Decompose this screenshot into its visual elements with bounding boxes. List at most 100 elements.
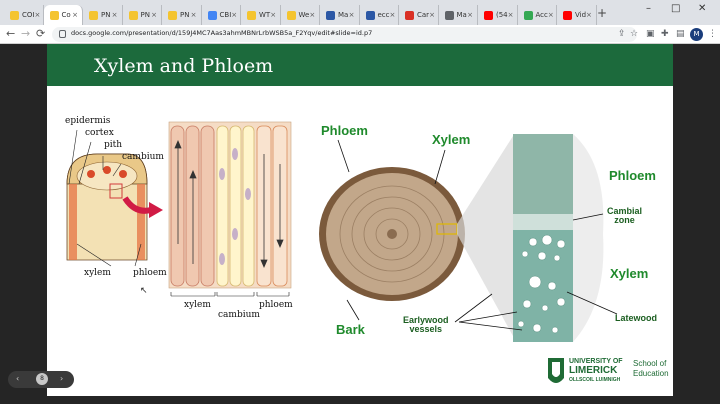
label-latewood: Latewood — [615, 313, 657, 323]
tab-8[interactable]: Ma× — [320, 5, 360, 25]
university-logo-icon — [548, 358, 564, 383]
label-cortex: cortex — [85, 128, 114, 138]
tab-7[interactable]: We× — [281, 5, 320, 25]
tab-0[interactable]: COI× — [4, 5, 44, 25]
tab-favicon-icon — [286, 10, 296, 20]
label-phloem-bottom: phloem — [259, 300, 293, 310]
school-line-2: Education — [633, 369, 669, 378]
tab-close-icon[interactable]: × — [309, 11, 316, 19]
tab-favicon-icon — [89, 10, 98, 20]
tab-label: PN — [180, 11, 190, 19]
tab-favicon-icon — [10, 10, 19, 20]
bookmark-star-icon[interactable]: ☆ — [630, 29, 639, 39]
tab-favicon-icon — [444, 10, 454, 20]
tab-close-icon[interactable]: × — [270, 11, 277, 19]
tab-4[interactable]: PN× — [162, 5, 202, 25]
label-phloem: phloem — [133, 268, 167, 278]
slide-canvas: Xylem and Phloem — [47, 44, 673, 396]
tab-14[interactable]: Vid× — [557, 5, 597, 25]
next-slide-button[interactable]: › — [60, 374, 64, 383]
tab-label: Ma — [338, 11, 349, 19]
slide-number[interactable]: 8 — [36, 373, 48, 385]
tab-close-icon[interactable]: × — [34, 11, 41, 19]
prev-slide-button[interactable]: ‹ — [16, 374, 20, 383]
tab-close-icon[interactable]: × — [231, 11, 238, 19]
tab-label: CBI — [219, 11, 232, 19]
tab-label: (54 — [496, 11, 508, 19]
menu-kebab-icon[interactable]: ⋮ — [708, 29, 717, 39]
tab-2[interactable]: PN× — [83, 5, 123, 25]
logo-line-3: OLLSCOIL LUIMNIGH — [569, 377, 621, 383]
label-bark: Bark — [336, 322, 365, 337]
tab-close-icon[interactable]: × — [72, 11, 78, 19]
tab-favicon-icon — [168, 10, 177, 20]
label-phloem-side: Phloem — [609, 168, 656, 183]
tab-label: Acc — [535, 11, 548, 19]
tab-3[interactable]: PN× — [123, 5, 162, 25]
minimize-button[interactable]: – — [646, 3, 651, 14]
close-window-button[interactable]: ✕ — [698, 3, 707, 14]
label-cambium-bottom: cambium — [218, 310, 260, 320]
tab-favicon-icon — [405, 10, 414, 20]
tab-close-icon[interactable]: × — [429, 11, 435, 19]
tab-favicon-icon — [484, 10, 493, 20]
tab-close-icon[interactable]: × — [111, 11, 118, 19]
tab-strip: COI×Co×PN×PN×PN×CBI×WT×We×Ma×ecc×Car×Ma×… — [0, 0, 720, 25]
forward-button[interactable]: → — [21, 27, 31, 40]
tab-label: PN — [140, 11, 150, 19]
tab-close-icon[interactable]: × — [467, 11, 473, 19]
logo-line-1: UNIVERSITY OF — [569, 358, 623, 365]
label-xylem-bottom: xylem — [184, 300, 211, 310]
tab-close-icon[interactable]: × — [507, 11, 514, 19]
logo-line-2: LIMERICK — [569, 365, 618, 376]
tab-close-icon[interactable]: × — [348, 11, 355, 19]
tab-favicon-icon — [365, 10, 375, 20]
slide-pager: ‹ 8 › — [8, 371, 74, 388]
url-text[interactable]: docs.google.com/presentation/d/159J4MC7A… — [71, 29, 373, 37]
label-earlywood-vessels: Earlywood vessels — [403, 315, 449, 335]
tab-favicon-icon — [563, 10, 572, 20]
tab-11[interactable]: Ma× — [439, 5, 478, 25]
tab-close-icon[interactable]: × — [151, 11, 157, 19]
tab-label: WT — [259, 11, 271, 19]
school-line-1: School of — [633, 359, 667, 368]
label-pith: pith — [104, 140, 123, 150]
tab-close-icon[interactable]: × — [547, 11, 554, 19]
sidepanel-icon[interactable]: ▤ — [676, 29, 685, 39]
tab-9[interactable]: ecc× — [360, 5, 399, 25]
stem-diagram — [66, 121, 618, 342]
tab-favicon-icon — [49, 10, 59, 20]
profile-avatar[interactable]: M — [690, 28, 703, 41]
tab-favicon-icon — [247, 10, 256, 20]
tab-label: PN — [101, 11, 111, 19]
tab-1[interactable]: Co× — [43, 5, 83, 25]
label-xylem-top: Xylem — [432, 132, 471, 147]
maximize-button[interactable]: □ — [671, 3, 681, 14]
extension-icon[interactable]: ▣ — [646, 29, 655, 39]
tab-10[interactable]: Car× — [399, 5, 439, 25]
label-xylem-side: Xylem — [610, 266, 649, 281]
tab-6[interactable]: WT× — [241, 5, 281, 25]
reload-button[interactable]: ⟳ — [36, 27, 46, 40]
tree-trunk-illustration — [319, 136, 513, 336]
cursor-icon: ↖ — [140, 286, 148, 296]
tab-favicon-icon — [207, 10, 217, 20]
tab-favicon-icon — [128, 10, 138, 20]
back-button[interactable]: ← — [6, 27, 16, 40]
tab-label: ecc — [377, 11, 390, 19]
label-cambial-zone: Cambial zone — [607, 206, 643, 226]
tab-favicon-icon — [523, 10, 533, 20]
tab-12[interactable]: (54× — [478, 5, 518, 25]
share-icon[interactable]: ⇪ — [618, 29, 626, 39]
tab-5[interactable]: CBI× — [202, 5, 241, 25]
tab-close-icon[interactable]: × — [586, 11, 592, 19]
label-phloem-top: Phloem — [321, 123, 368, 138]
tab-close-icon[interactable]: × — [389, 11, 396, 19]
tab-13[interactable]: Acc× — [518, 5, 557, 25]
tab-close-icon[interactable]: × — [190, 11, 197, 19]
tab-label: Co — [61, 11, 71, 19]
url-omnibox[interactable]: docs.google.com/presentation/d/159J4MC7A… — [52, 27, 637, 42]
extensions-puzzle-icon[interactable]: ✚ — [661, 29, 669, 39]
new-tab-button[interactable]: + — [597, 6, 608, 20]
stem-section-illustration — [66, 153, 163, 261]
